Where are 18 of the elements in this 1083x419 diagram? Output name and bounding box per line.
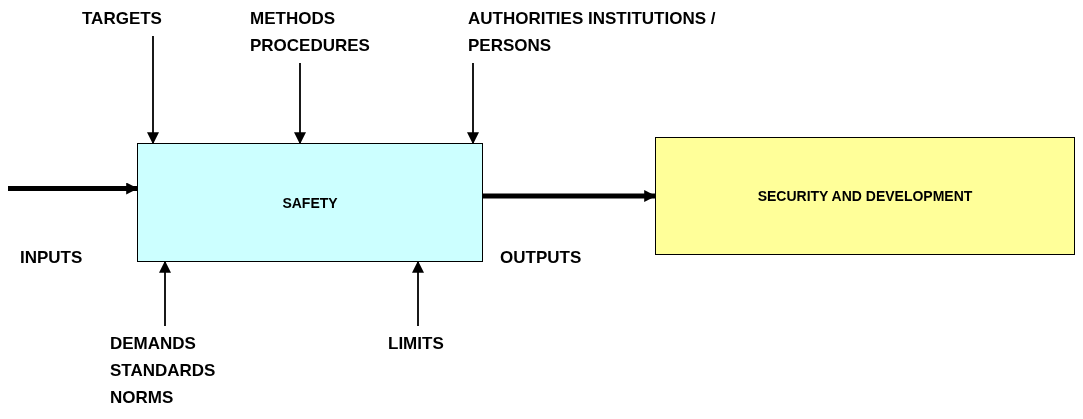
box-label: SECURITY AND DEVELOPMENT — [757, 188, 973, 204]
process-box — [137, 143, 483, 262]
control-label: TARGETS — [82, 5, 202, 32]
constraint-label: DEMANDS STANDARDS NORMS — [110, 330, 235, 411]
arrow — [294, 62, 306, 145]
arrow — [412, 260, 424, 327]
arrow — [467, 62, 479, 145]
arrow — [8, 182, 139, 195]
arrow — [159, 260, 171, 327]
arrow — [147, 35, 159, 145]
constraint-label: LIMITS — [388, 330, 478, 357]
output-box — [655, 137, 1075, 255]
box-label: SAFETY — [282, 194, 338, 211]
flow-label: OUTPUTS — [500, 248, 582, 268]
flow-label: INPUTS — [20, 248, 83, 268]
control-label: METHODS PROCEDURES — [250, 5, 400, 59]
mechanism-label: AUTHORITIES INSTITUTIONS / PERSONS — [468, 5, 730, 59]
arrow — [483, 190, 657, 202]
